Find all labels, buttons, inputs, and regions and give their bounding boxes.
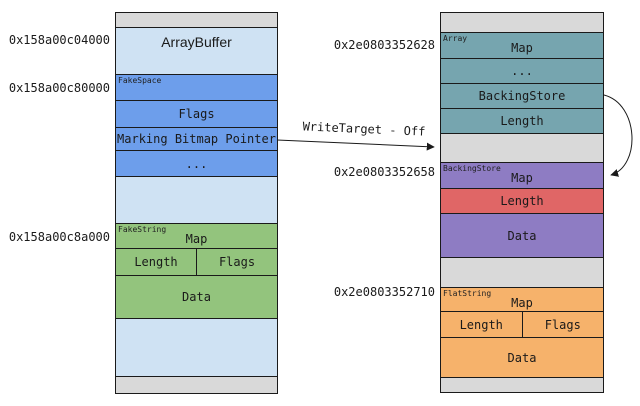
backingstore-tag: BackingStore (443, 164, 501, 173)
fakestring-data-label: Data (182, 290, 211, 304)
backingstore-data-label: Data (507, 228, 537, 243)
address-label-backingstore: 0x2e0803352658 (333, 165, 435, 179)
array-tag: Array (443, 34, 468, 43)
backingstore-map-label: Map (511, 171, 533, 185)
right-bottom-spacer (441, 378, 603, 392)
address-label-arraybuffer: 0x158a00c04000 (8, 33, 110, 47)
flatstring-map-row: FlatString Map (441, 288, 603, 312)
address-label-fakestring: 0x158a00c8a000 (8, 230, 110, 244)
array-backingstore-label: BackingStore (478, 89, 566, 103)
right-gap-middle (441, 258, 603, 288)
address-label-fakespace: 0x158a00c80000 (8, 81, 110, 95)
right-top-spacer (441, 13, 603, 33)
backingstore-length-label: Length (500, 194, 544, 208)
backingstore-map-row: BackingStore Map (441, 163, 603, 189)
fakestring-map-label: Map (185, 232, 208, 246)
backingstore-length-row: Length (441, 189, 603, 214)
array-map-label: Map (511, 41, 533, 55)
fakestring-flags-label: Flags (218, 255, 256, 269)
fakespace-ellipsis-label: ... (185, 156, 208, 171)
backing-store-pointer-arrow (603, 94, 633, 177)
fakestring-data-row: Data (116, 276, 277, 319)
flatstring-length-flags-row: Length Flags (441, 312, 603, 338)
flatstring-length-cell: Length (441, 312, 523, 337)
array-ellipsis-row: ... (441, 59, 603, 84)
flatstring-data-row: Data (441, 338, 603, 378)
left-empty-region-bottom (116, 319, 277, 377)
fakespace-tag: FakeSpace (118, 76, 162, 85)
address-label-flatstring: 0x2e0803352710 (333, 285, 435, 299)
write-target-arrow (276, 139, 435, 151)
fakespace-flags-label: Flags (178, 107, 215, 121)
fakespace-header-row: FakeSpace (116, 75, 277, 101)
array-ellipsis-label: ... (511, 64, 533, 78)
left-top-spacer (116, 13, 277, 28)
flatstring-map-label: Map (511, 296, 533, 310)
flatstring-data-label: Data (507, 350, 537, 365)
array-backingstore-row: BackingStore (441, 84, 603, 109)
array-length-row: Length (441, 109, 603, 134)
fakespace-marking-bitmap-pointer-row: Marking Bitmap Pointer (116, 128, 277, 151)
flatstring-tag: FlatString (443, 289, 492, 298)
array-length-label: Length (500, 114, 544, 128)
marking-bitmap-pointer-label: Marking Bitmap Pointer (117, 132, 276, 146)
array-map-row: Array Map (441, 33, 603, 59)
left-bottom-spacer (116, 377, 277, 393)
flatstring-flags-cell: Flags (523, 312, 604, 337)
fakespace-flags-row: Flags (116, 101, 277, 128)
arraybuffer-block: ArrayBuffer (116, 28, 277, 75)
fakespace-ellipsis-row: ... (116, 151, 277, 177)
flatstring-flags-label: Flags (544, 317, 581, 332)
address-label-array: 0x2e0803352628 (333, 38, 435, 52)
backingstore-data-row: Data (441, 214, 603, 258)
fakestring-tag: FakeString (118, 225, 167, 234)
fakestring-length-flags-row: Length Flags (116, 249, 277, 276)
fakestring-flags-cell: Flags (197, 249, 277, 275)
left-empty-region (116, 177, 277, 224)
right-gap-writetarget (441, 134, 603, 163)
fakestring-map-row: FakeString Map (116, 224, 277, 249)
right-memory-column: Array Map ... BackingStore Length Backin… (440, 12, 604, 393)
fakestring-length-cell: Length (116, 249, 197, 275)
write-target-label: WriteTarget - Off (302, 119, 426, 139)
left-memory-column: ArrayBuffer FakeSpace Flags Marking Bitm… (115, 12, 278, 394)
arraybuffer-label: ArrayBuffer (161, 34, 232, 50)
fakestring-length-label: Length (134, 255, 178, 269)
flatstring-length-label: Length (459, 317, 503, 332)
